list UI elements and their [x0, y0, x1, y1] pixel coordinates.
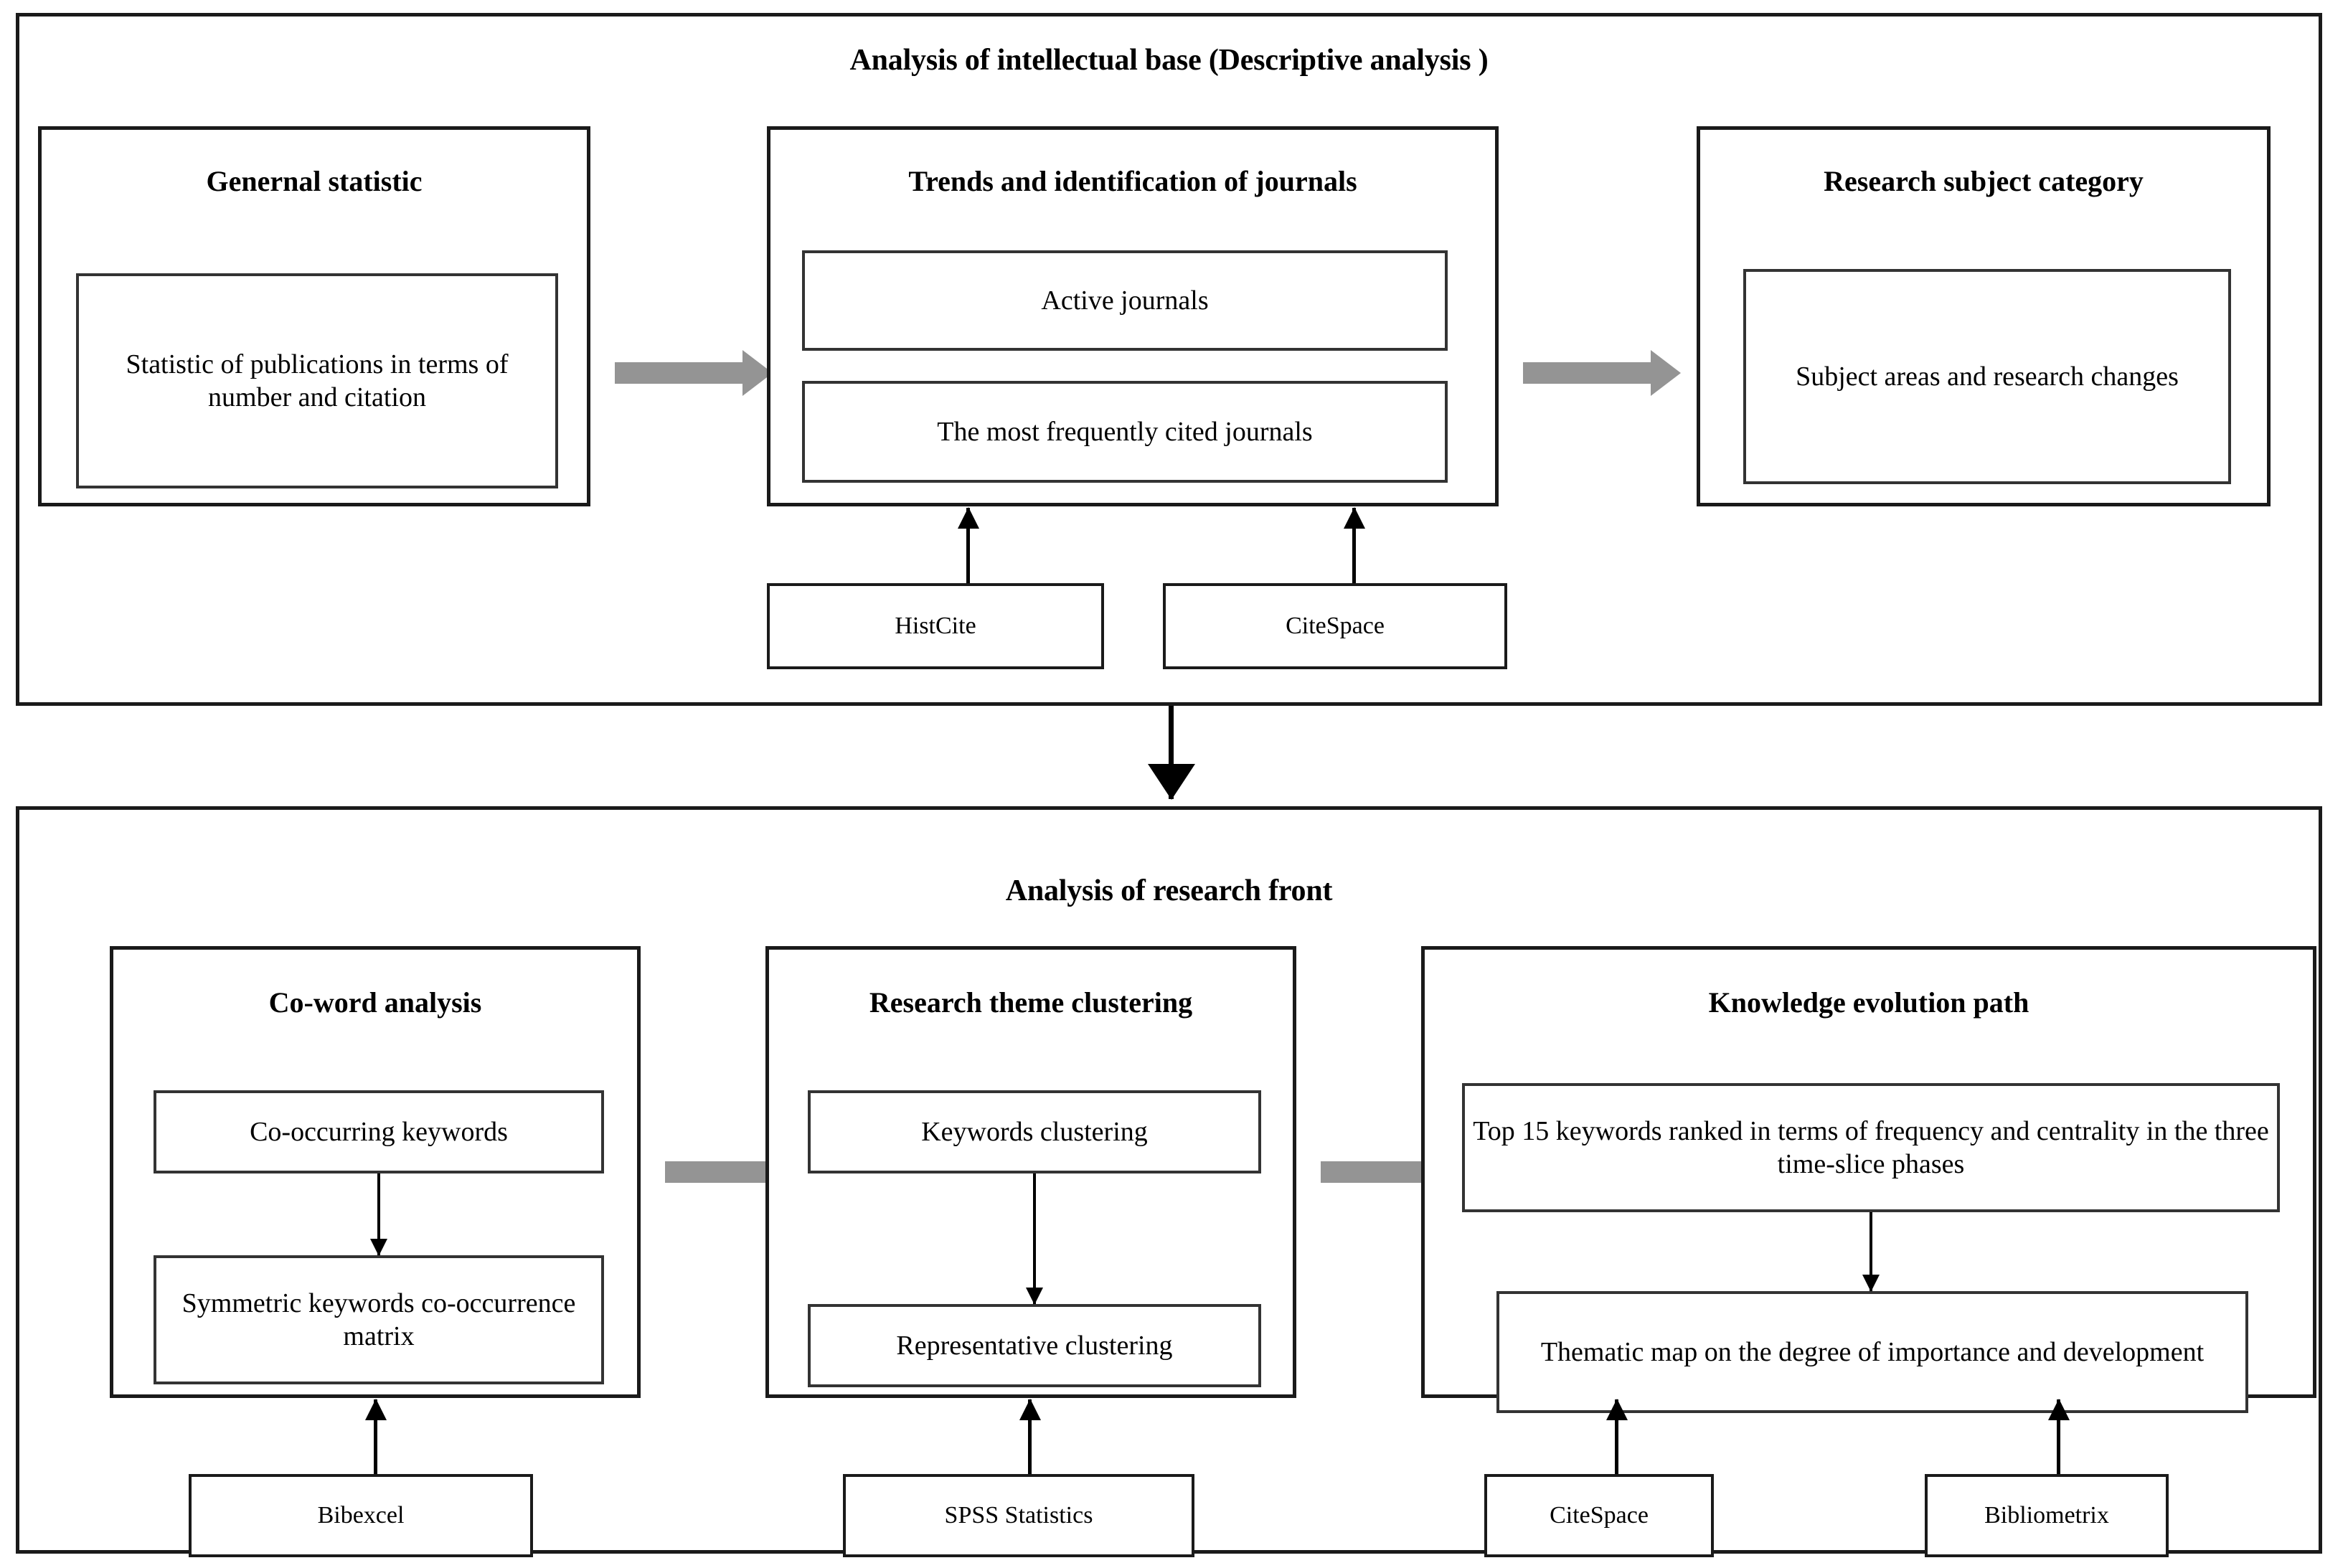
leaf-thematic-map: Thematic map on the degree of importance…	[1496, 1291, 2248, 1413]
flow-arrow-theme-clustering-to-knowledge-path	[1321, 1161, 1428, 1183]
leaf-keywords-clustering: Keywords clustering	[808, 1090, 1261, 1173]
tool-bibexcel: Bibexcel	[189, 1474, 533, 1557]
group-research-subject-category: Research subject category Subject areas …	[1697, 126, 2271, 506]
leaf-statistic-of-publications: Statistic of publications in terms of nu…	[76, 273, 558, 488]
group-co-word-analysis: Co-word analysis Co-occurring keywords S…	[110, 946, 641, 1398]
connector-bibexcel-to-co-word-analysis	[374, 1399, 377, 1474]
group-trends-and-identification-of-journals: Trends and identification of journals Ac…	[767, 126, 1499, 506]
tool-citespace-bottom: CiteSpace	[1484, 1474, 1714, 1557]
connector-spss-to-theme-clustering	[1028, 1399, 1032, 1474]
tool-histcite: HistCite	[767, 583, 1104, 669]
flow-arrow-genernal-to-trends	[615, 362, 744, 384]
connector-top15-to-thematic-map	[1870, 1212, 1872, 1291]
leaf-subject-areas-and-research-changes: Subject areas and research changes	[1743, 269, 2231, 484]
group-knowledge-evolution-path-title: Knowledge evolution path	[1708, 986, 2029, 1019]
group-research-theme-clustering: Research theme clustering Keywords clust…	[765, 946, 1296, 1398]
section-intellectual-base-title: Analysis of intellectual base (Descripti…	[849, 44, 1489, 77]
tool-bibliometrix: Bibliometrix	[1925, 1474, 2169, 1557]
tool-citespace-top: CiteSpace	[1163, 583, 1507, 669]
section-intellectual-base: Analysis of intellectual base (Descripti…	[16, 13, 2322, 706]
connector-bibliometrix-to-knowledge-path	[2057, 1399, 2060, 1474]
section-research-front-title: Analysis of research front	[1005, 874, 1333, 907]
leaf-active-journals: Active journals	[802, 250, 1448, 351]
connector-co-occurring-to-symmetric	[377, 1173, 380, 1255]
group-knowledge-evolution-path: Knowledge evolution path Top 15 keywords…	[1421, 946, 2316, 1413]
group-research-subject-category-title: Research subject category	[1824, 165, 2144, 197]
leaf-top-15-keywords: Top 15 keywords ranked in terms of frequ…	[1462, 1083, 2280, 1212]
connector-citespace-to-knowledge-path	[1615, 1399, 1618, 1474]
leaf-symmetric-keywords-co-occurrence-matrix: Symmetric keywords co-occurrence matrix	[154, 1255, 604, 1384]
connector-citespace-to-trends	[1352, 508, 1356, 583]
tool-spss-statistics: SPSS Statistics	[843, 1474, 1194, 1557]
flow-arrow-co-word-to-theme-clustering	[665, 1161, 773, 1183]
group-genernal-statistic-title: Genernal statistic	[206, 165, 423, 197]
flow-arrow-trends-to-subject	[1523, 362, 1652, 384]
leaf-most-frequently-cited-journals: The most frequently cited journals	[802, 381, 1448, 483]
group-genernal-statistic: Genernal statistic Statistic of publicat…	[38, 126, 590, 506]
connector-keywords-to-representative	[1033, 1173, 1036, 1304]
group-research-theme-clustering-title: Research theme clustering	[869, 986, 1193, 1019]
section-research-front: Analysis of research front Co-word analy…	[16, 806, 2322, 1557]
group-co-word-analysis-title: Co-word analysis	[268, 986, 482, 1019]
leaf-representative-clustering: Representative clustering	[808, 1304, 1261, 1387]
connector-section1-to-section2	[1169, 706, 1174, 799]
group-trends-and-identification-of-journals-title: Trends and identification of journals	[908, 165, 1357, 197]
leaf-co-occurring-keywords: Co-occurring keywords	[154, 1090, 604, 1173]
connector-histcite-to-trends	[966, 508, 970, 583]
